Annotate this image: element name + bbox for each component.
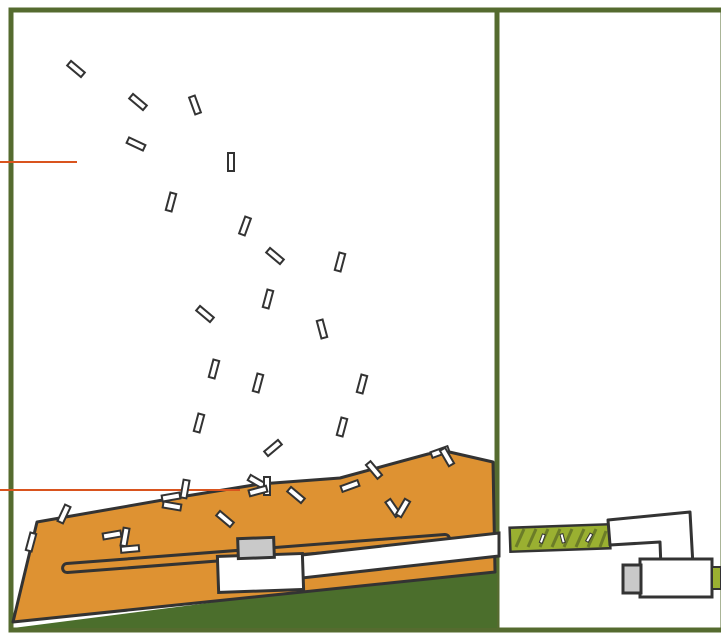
motor-shaft [711,566,721,590]
motor-housing [638,557,714,599]
settled-flakes [24,473,412,554]
pusher-head [215,551,306,595]
material-pile [11,449,497,624]
slider-block [236,535,276,561]
motor-cap [621,563,643,595]
auger-tube [508,522,612,554]
falling-flakes [65,59,456,481]
